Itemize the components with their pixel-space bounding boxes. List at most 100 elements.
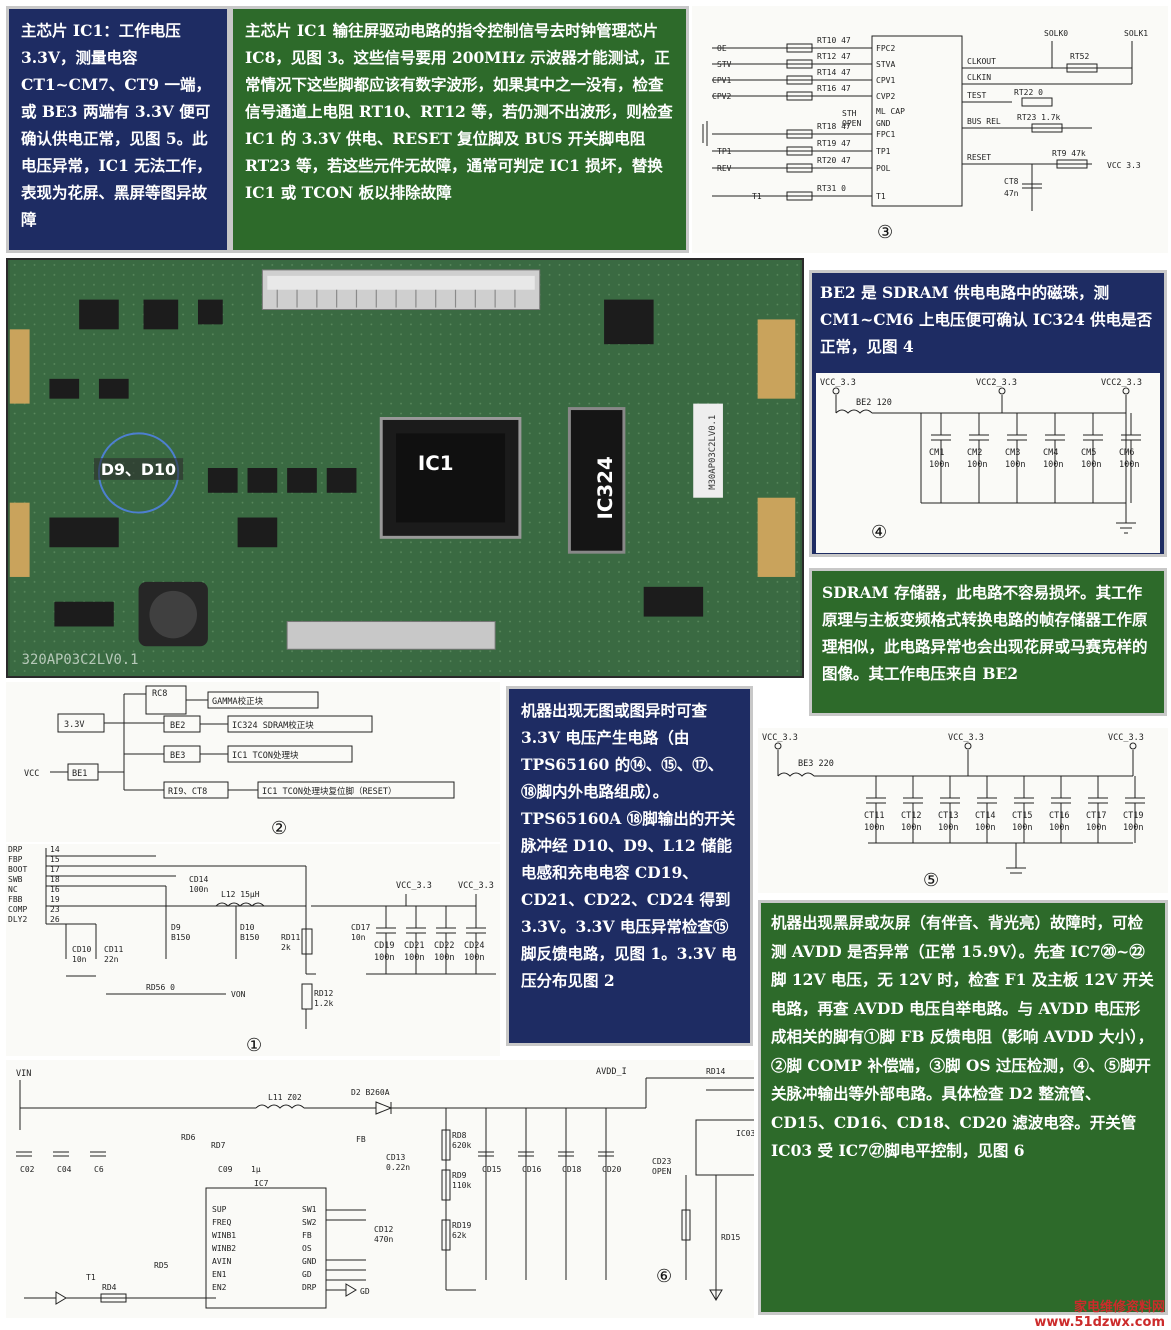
figure-3-svg: OE STV CPV1 CPV2 RT10 47 RT12 47 RT14 47…	[702, 29, 1148, 243]
fig6-rd7: RD7	[211, 1141, 226, 1150]
fig1-pin-label: DLY2	[8, 915, 27, 924]
fig6-cap-label: CD18	[562, 1165, 581, 1174]
fig5-cap-value: 100n	[1012, 823, 1032, 833]
figure-6-caps: C02C04C6CD15CD16CD18CD20RD60	[16, 1151, 621, 1174]
fig6-rd4: RD4	[102, 1283, 117, 1292]
fig4-cap-label: CM1	[929, 448, 944, 458]
fig6-fb: FB	[356, 1135, 366, 1144]
fig6-rd5: RD5	[154, 1261, 169, 1270]
fig5-cap-label: CT12	[901, 811, 921, 821]
fig3-sig-stv: STV	[717, 60, 732, 69]
fig5-cap-value: 100n	[1086, 823, 1106, 833]
fig4-be2: BE2 120	[856, 398, 892, 408]
fig2-vcc: VCC	[24, 769, 39, 779]
fig1-pin-number: 15	[50, 855, 60, 864]
fig5-cap-label: CT16	[1049, 811, 1069, 821]
fig6-gd: GD	[360, 1287, 370, 1296]
fig3-ct8: CT8	[1004, 177, 1019, 186]
fig4-cap-value: 100n	[929, 460, 949, 470]
fig4-cap-value: 100n	[1081, 460, 1101, 470]
fig6-cap-cd18: CD18	[558, 1151, 581, 1174]
fig1-cd10-val: 10n	[72, 955, 87, 964]
pcb-ic324-label: IC324	[594, 456, 617, 519]
fig6-ic7-right-pin: OS	[302, 1244, 312, 1253]
fig6-rd19-val: 62k	[452, 1231, 467, 1240]
fig4-vcc: VCC_3.3	[820, 378, 856, 388]
fig4-cap-value: 100n	[1119, 460, 1139, 470]
fig1-pin-label: FBP	[8, 855, 23, 864]
fig5-vcc-b: VCC_3.3	[948, 733, 984, 743]
fig1-cap-value: 100n	[374, 953, 394, 963]
fig1-rd12-val: 1.2k	[314, 999, 333, 1008]
fig3-pin-test: TEST	[967, 91, 986, 100]
fig3-sig-rev: REV	[717, 164, 732, 173]
fig1-cd17: CD17	[351, 923, 370, 932]
fig5-cap-value: 100n	[864, 823, 884, 833]
fig5-be3: BE3 220	[798, 759, 834, 769]
fig2-reset: IC1 TCON处理块复位脚（RESET）	[262, 786, 397, 797]
fig1-cap-value: 100n	[464, 953, 484, 963]
fig3-rt23: RT23 1.7k	[1017, 113, 1061, 122]
fig1-cap-value: 100n	[434, 953, 454, 963]
fig3-res-rt31: RT31 0	[817, 184, 846, 193]
figure-4-caps: CM1100nCM2100nCM3100nCM4100nCM5100nCM610…	[929, 413, 1141, 503]
fig3-vcc33: VCC 3.3	[1107, 161, 1141, 170]
fig1-d9-val: B150	[171, 933, 190, 942]
fig3-47n: 47n	[1004, 189, 1019, 198]
watermark: 家电维修资料网 www.51dzwx.com	[1034, 1300, 1165, 1330]
fig1-d10-val: B150	[240, 933, 259, 942]
fig6-t1: T1	[86, 1273, 96, 1282]
fig5-cap-value: 100n	[1049, 823, 1069, 833]
fig3-pin-fpc1: FPC1	[876, 130, 895, 139]
fig3-rt22: RT22 0	[1014, 88, 1043, 97]
fig6-cap-cd15: CD15	[478, 1151, 501, 1174]
fig3-pin-clkin: CLKIN	[967, 73, 991, 82]
fig6-cd23-val: OPEN	[652, 1167, 671, 1176]
fig3-res-rt19: RT19 47	[817, 139, 851, 148]
fig1-cd11: CD11	[104, 945, 123, 954]
fig3-pin-reset: RESET	[967, 153, 991, 162]
fig4-cap-label: CM2	[967, 448, 982, 458]
note-ic1-supply: 主芯片 IC1：工作电压 3.3V，测量电容 CT1~CM7、CT9 一端，或 …	[6, 6, 230, 253]
fig2-ic324: IC324 SDRAM校正块	[232, 720, 314, 731]
fig1-cd14-val: 100n	[189, 885, 208, 894]
fig1-rd56: RD56 0	[146, 983, 175, 992]
fig6-ic7-left-pin: SUP	[212, 1205, 227, 1214]
figure-5-svg: CT11100nCT12100nCT13100nCT14100nCT15100n…	[762, 733, 1145, 891]
fig6-ic7-right-pin: SW1	[302, 1205, 317, 1214]
fig5-vcc-c: VCC_3.3	[1108, 733, 1144, 743]
fig5-cap-label: CT17	[1086, 811, 1106, 821]
pcb-d9d10-label: D9、D10	[101, 460, 176, 479]
fig6-cap-c6: C6	[90, 1151, 106, 1174]
fig3-pin-clkout: CLKOUT	[967, 57, 996, 66]
fig3-res-rt18: RT18 47	[817, 122, 851, 131]
fig4-vcc2-a: VCC2_3.3	[976, 378, 1017, 388]
fig5-cap-ct16: CT16 100n	[1049, 776, 1071, 843]
fig2-ic1tcon: IC1 TCON处理块	[232, 750, 299, 761]
fig2-source: 3.3V	[64, 720, 84, 730]
fig4-cap-label: CM6	[1119, 448, 1134, 458]
fig6-cap-label: C04	[57, 1165, 72, 1174]
fig6-cd23: CD23	[652, 1157, 671, 1166]
fig3-res-rt16: RT16 47	[817, 84, 851, 93]
figure-3-schematic: OE STV CPV1 CPV2 RT10 47 RT12 47 RT14 47…	[692, 6, 1168, 253]
note-sdram: SDRAM 存储器，此电路不容易损坏。其工作原理与主板变频格式转换电路的帧存储器…	[809, 568, 1167, 716]
fig2-rc8: RC8	[152, 689, 167, 699]
fig1-cap-label: CD22	[434, 941, 454, 951]
fig1-cd11-val: 22n	[104, 955, 119, 964]
fig6-c09: C09	[218, 1165, 233, 1174]
fig3-rt52: RT52	[1070, 52, 1089, 61]
fig2-be2: BE2	[170, 721, 185, 731]
fig5-vcc-a: VCC_3.3	[762, 733, 798, 743]
fig5-cap-value: 100n	[975, 823, 995, 833]
